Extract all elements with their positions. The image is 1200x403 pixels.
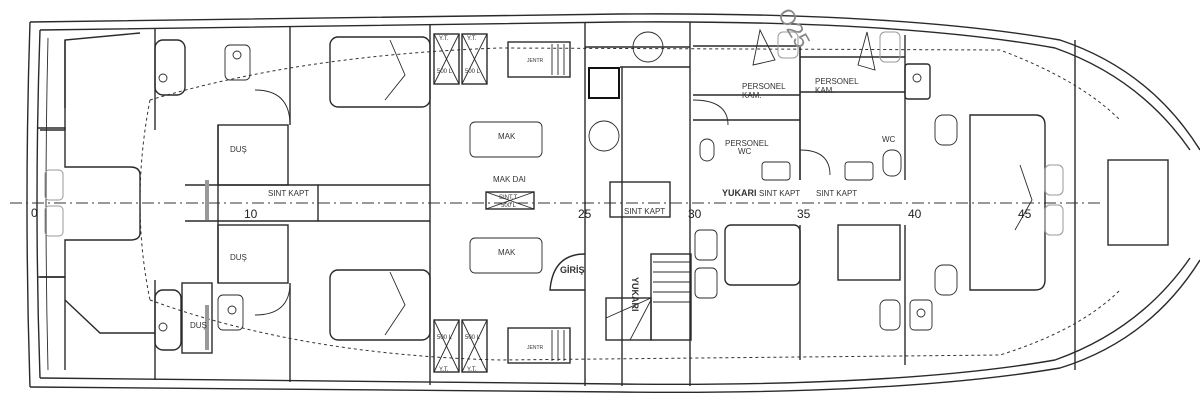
galley [549, 31, 692, 386]
watermark: O25 [773, 4, 815, 53]
label-yt: Y.T. [439, 36, 449, 42]
label-shower: DUŞ [230, 253, 247, 262]
frame-number: 0 [31, 206, 38, 220]
label-tank: SINT.T [499, 195, 518, 201]
label-yt: Y.T. [439, 367, 449, 373]
label-engine: MAK [498, 248, 516, 257]
label-sint-kapt: SINT KAPT [624, 207, 665, 216]
hull-outline [26, 13, 1200, 393]
aft-cabin [38, 32, 155, 370]
label-generator: JENTR [527, 58, 544, 64]
label-crew-cabin: PERSONEL [815, 77, 859, 86]
label-tank-500: 500 L [437, 69, 453, 75]
label-shower: DUŞ [190, 321, 207, 330]
label-engine: MAK [498, 132, 516, 141]
label-crew-cabin: KAM. [815, 86, 835, 95]
label-tank-500: 500 L [465, 69, 481, 75]
room-labels: DUŞ DUŞ DUŞ SINT KAPT SINT KAPT SINT KAP… [190, 36, 896, 373]
label-crew-cabin: KAM. [742, 91, 762, 100]
label-engine-room: MAK DAI [493, 175, 526, 184]
label-generator: JENTR [527, 345, 544, 351]
label-crew-wc: WC [738, 147, 752, 156]
label-sint-kapt: SINT KAPT [816, 189, 857, 198]
label-yt: Y.T. [467, 367, 477, 373]
label-sint-kapt: SINT KAPT [759, 189, 800, 198]
label-shower: DUŞ [230, 145, 247, 154]
label-entrance: GİRİŞ [560, 265, 585, 275]
guest-cabin-beds [254, 36, 431, 341]
label-crew-cabin: PERSONEL [742, 82, 786, 91]
label-wc: WC [882, 135, 896, 144]
shower-rooms [154, 39, 319, 354]
frame-numbers: 0 10 25 30 35 40 45 [31, 206, 1032, 221]
frame-number: 30 [688, 207, 702, 221]
label-tank-500: 500 L [437, 335, 453, 341]
forward-cabin [934, 40, 1169, 370]
label-up-stairs: YUKARI [630, 277, 640, 312]
engine-room [433, 33, 571, 373]
frame-number: 45 [1018, 207, 1032, 221]
crew-area [692, 28, 933, 331]
label-tank-volume: 500 L [501, 203, 517, 209]
frame-number: 10 [244, 207, 258, 221]
label-up-forward: YUKARI [722, 188, 757, 198]
label-yt: Y.T. [467, 36, 477, 42]
frame-number: 35 [797, 207, 811, 221]
label-crew-wc: PERSONEL [725, 139, 769, 148]
deck-edge-lines [139, 47, 1121, 361]
label-tank-500: 500 L [465, 335, 481, 341]
frame-number: 25 [578, 207, 592, 221]
frame-number: 40 [908, 207, 922, 221]
label-sint-kapt: SINT KAPT [268, 189, 309, 198]
